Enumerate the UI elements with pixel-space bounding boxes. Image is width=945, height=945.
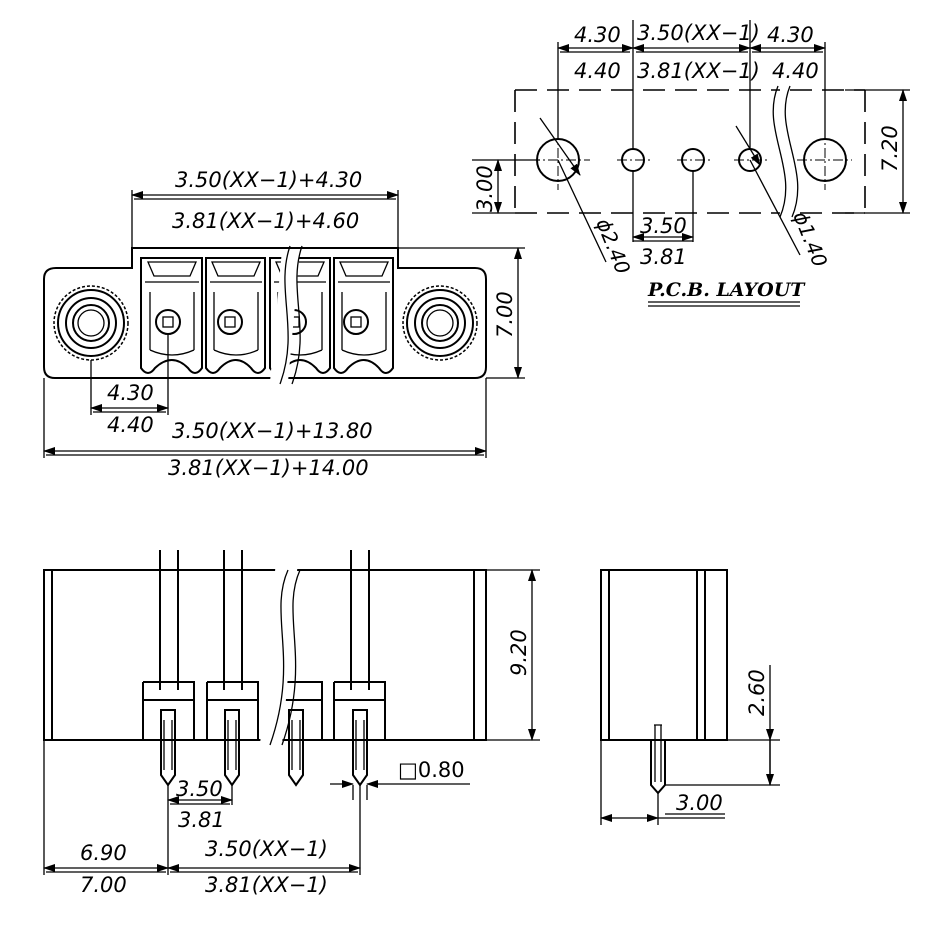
front-flange-a: 4.30 (107, 381, 154, 405)
pcb-layout-title: P.C.B. LAYOUT (647, 279, 806, 301)
pcb-height: 7.20 (878, 125, 902, 172)
bottom-left-b: 7.00 (80, 873, 127, 897)
pcb-row-offset: 3.00 (473, 165, 497, 212)
pcb-pitch-left-b: 4.40 (574, 59, 621, 83)
bottom-pitch-a: 3.50 (176, 777, 223, 801)
front-view: 3.50(XX−1)+4.30 3.81(XX−1)+4.60 7.00 4.3… (43, 168, 525, 480)
pcb-span-b: 3.81(XX−1) (637, 59, 760, 83)
bottom-span-b: 3.81(XX−1) (205, 873, 328, 897)
bottom-pins (142, 550, 386, 787)
pcb-pin-pitch-b: 3.81 (640, 245, 687, 269)
pcb-span-a: 3.50(XX−1) (637, 21, 760, 45)
pcb-layout: 4.30 4.40 3.50(XX−1) 3.81(XX−1) 4.30 4.4… (472, 20, 910, 307)
front-top-a: 3.50(XX−1)+4.30 (175, 168, 362, 192)
front-flange-b: 4.40 (107, 413, 154, 437)
bottom-left-a: 6.90 (80, 841, 127, 865)
front-screw-right (402, 285, 478, 361)
bottom-pitch-b: 3.81 (178, 808, 225, 832)
bottom-height: 9.20 (507, 629, 531, 676)
bottom-span-a: 3.50(XX−1) (205, 837, 328, 861)
side-pin-length: 2.60 (745, 669, 769, 716)
front-overall-b: 3.81(XX−1)+14.00 (168, 456, 369, 480)
pcb-pin-pitch-a: 3.50 (640, 214, 687, 238)
side-pin-offset: 3.00 (676, 791, 723, 815)
front-screw-left (53, 285, 129, 361)
pcb-pitch-left-a: 4.30 (574, 23, 621, 47)
front-height: 7.00 (493, 291, 517, 338)
pcb-small-hole-diameter: ϕ1.40 (788, 208, 832, 271)
side-view: 2.60 3.00 (600, 569, 780, 825)
bottom-pin-size: □0.80 (398, 758, 465, 782)
pcb-pitch-right-b: 4.40 (772, 59, 819, 83)
pcb-pitch-right-a: 4.30 (767, 23, 814, 47)
front-terminals (140, 245, 394, 385)
bottom-view: 9.20 □0.80 3.50 3.81 6.90 7.00 3.50(XX−1… (43, 550, 540, 897)
front-top-b: 3.81(XX−1)+4.60 (172, 209, 359, 233)
front-overall-a: 3.50(XX−1)+13.80 (172, 419, 373, 443)
